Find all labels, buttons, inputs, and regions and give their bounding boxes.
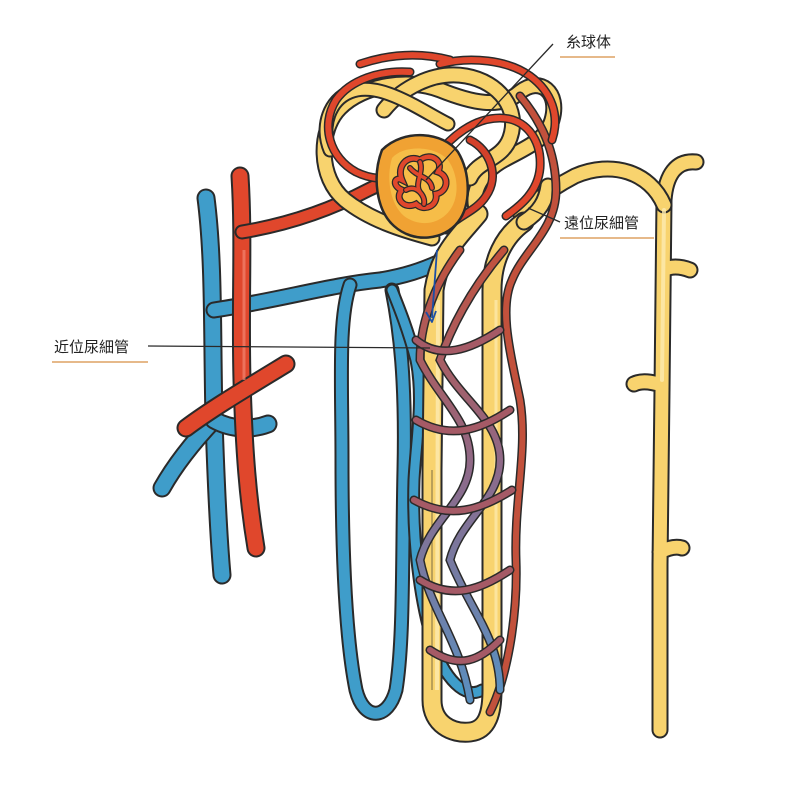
label-glomerulus-text: 糸球体: [566, 33, 611, 51]
leader-line-glomerulus: [425, 43, 554, 181]
peritubular-capillaries: [323, 50, 561, 717]
collecting-duct: [511, 153, 705, 739]
label-glomerulus: 糸球体: [560, 33, 615, 58]
label-distal-tubule-text: 遠位尿細管: [564, 214, 639, 232]
flow-arrow: [425, 249, 438, 323]
label-proximal-tubule-text: 近位尿細管: [54, 338, 129, 356]
leader-line-proximal-tubule: [147, 345, 431, 349]
leader-lines: [147, 43, 561, 349]
glomerulus: [391, 153, 450, 212]
leader-line-distal-tubule: [527, 207, 561, 223]
label-proximal-tubule: 近位尿細管: [52, 338, 148, 363]
renal-artery: [176, 166, 410, 558]
label-distal-tubule: 遠位尿細管: [560, 214, 654, 239]
